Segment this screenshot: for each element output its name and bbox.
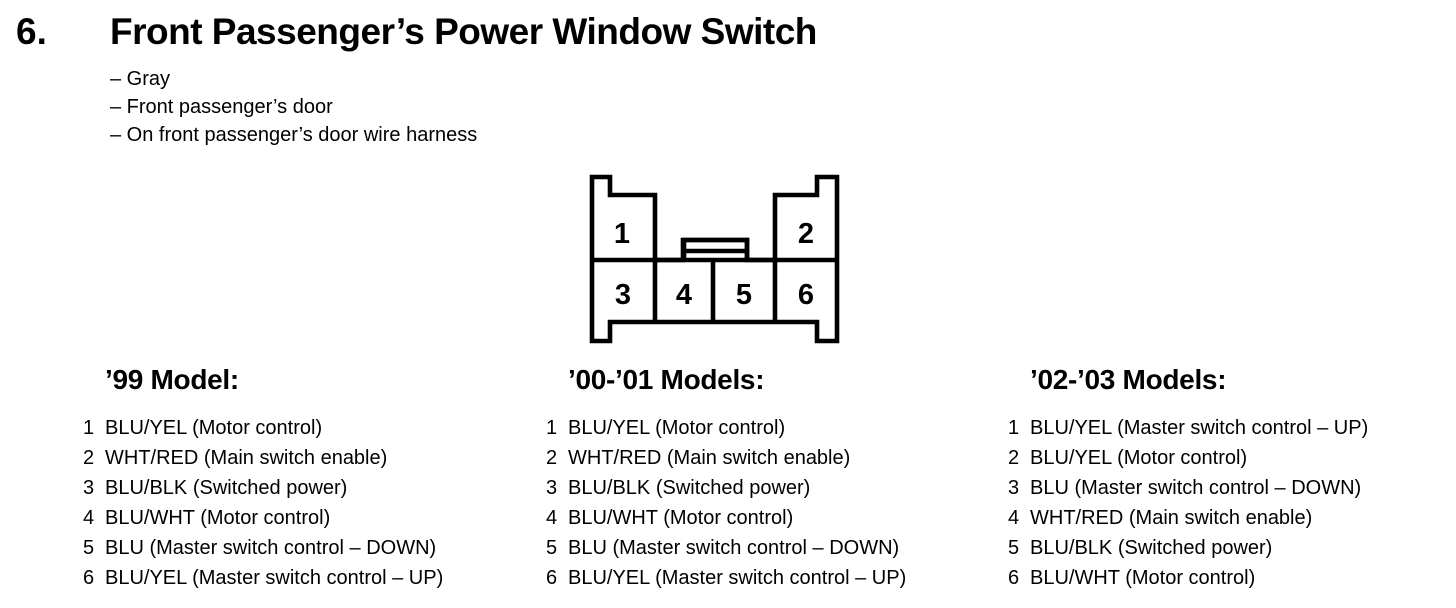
pin-description: BLU (Master switch control – DOWN)	[1030, 477, 1362, 499]
pin-number: 5	[83, 537, 95, 559]
bullet-color: – Gray	[110, 68, 171, 90]
pin-row: 4 BLU/WHT (Motor control)	[83, 503, 443, 533]
pin-number: 3	[1008, 477, 1020, 499]
pin-description: WHT/RED (Main switch enable)	[1030, 507, 1313, 529]
pin-number: 5	[546, 537, 558, 559]
pin-number: 6	[546, 567, 558, 589]
pin-list-99: 1 BLU/YEL (Motor control) 2 WHT/RED (Main …	[83, 413, 443, 593]
pin-description: WHT/RED (Main switch enable)	[105, 447, 388, 469]
pin-row: 6 BLU/YEL (Master switch control – UP)	[83, 563, 443, 593]
pin-description: BLU/YEL (Motor control)	[568, 417, 786, 439]
pin-number: 5	[1008, 537, 1020, 559]
pin-description: BLU/YEL (Motor control)	[1030, 447, 1248, 469]
pin-row: 6 BLU/WHT (Motor control)	[1008, 563, 1368, 593]
pin-description: BLU/YEL (Master switch control – UP)	[1030, 417, 1369, 439]
pin-description: WHT/RED (Main switch enable)	[568, 447, 851, 469]
pin-row: 3 BLU/BLK (Switched power)	[546, 473, 906, 503]
pin-row: 2 BLU/YEL (Motor control)	[1008, 443, 1368, 473]
page-title: Front Passenger’s Power Window Switch	[110, 11, 817, 52]
connector-diagram: 1 2 3 4 5 6	[589, 174, 840, 344]
pin-list-00-01: 1 BLU/YEL (Motor control) 2 WHT/RED (Main …	[546, 413, 906, 593]
cavity-number-1: 1	[614, 218, 630, 250]
pin-row: 1 BLU/YEL (Master switch control – UP)	[1008, 413, 1368, 443]
pin-number: 6	[1008, 567, 1020, 589]
cavity-number-4: 4	[676, 279, 692, 311]
pin-number: 2	[83, 447, 95, 469]
pin-description: BLU/YEL (Master switch control – UP)	[568, 567, 907, 589]
cavity-number-6: 6	[798, 279, 814, 311]
cavity-number-3: 3	[615, 279, 631, 311]
pin-description: BLU (Master switch control – DOWN)	[568, 537, 900, 559]
pin-description: BLU/BLK (Switched power)	[105, 477, 348, 499]
pin-row: 2 WHT/RED (Main switch enable)	[83, 443, 443, 473]
pin-number: 4	[546, 507, 558, 529]
connector-attributes: – Gray – Front passenger’s door – On fro…	[110, 65, 477, 149]
column-heading-99: ’99 Model:	[105, 364, 239, 395]
pin-description: BLU/WHT (Motor control)	[1030, 567, 1256, 589]
bullet-location: – Front passenger’s door	[110, 96, 333, 118]
pin-number: 4	[1008, 507, 1020, 529]
column-heading-02-03: ’02-’03 Models:	[1030, 364, 1227, 395]
pin-number: 4	[83, 507, 95, 529]
pin-description: BLU/BLK (Switched power)	[568, 477, 811, 499]
pin-row: 1 BLU/YEL (Motor control)	[546, 413, 906, 443]
column-heading-00-01: ’00-’01 Models:	[568, 364, 765, 395]
pin-description: BLU/BLK (Switched power)	[1030, 537, 1273, 559]
pin-row: 6 BLU/YEL (Master switch control – UP)	[546, 563, 906, 593]
pin-row: 3 BLU (Master switch control – DOWN)	[1008, 473, 1368, 503]
pin-description: BLU (Master switch control – DOWN)	[105, 537, 437, 559]
pin-row: 2 WHT/RED (Main switch enable)	[546, 443, 906, 473]
pin-row: 4 WHT/RED (Main switch enable)	[1008, 503, 1368, 533]
pin-number: 2	[1008, 447, 1020, 469]
pin-number: 6	[83, 567, 95, 589]
pin-number: 3	[546, 477, 558, 499]
bullet-harness: – On front passenger’s door wire harness	[110, 124, 478, 146]
cavity-number-5: 5	[736, 279, 752, 311]
pin-row: 5 BLU (Master switch control – DOWN)	[546, 533, 906, 563]
pin-row: 1 BLU/YEL (Motor control)	[83, 413, 443, 443]
cavity-number-2: 2	[798, 218, 814, 250]
pin-row: 3 BLU/BLK (Switched power)	[83, 473, 443, 503]
pin-row: 5 BLU/BLK (Switched power)	[1008, 533, 1368, 563]
pin-row: 5 BLU (Master switch control – DOWN)	[83, 533, 443, 563]
pin-description: BLU/WHT (Motor control)	[568, 507, 794, 529]
pin-number: 1	[546, 417, 558, 439]
pin-row: 4 BLU/WHT (Motor control)	[546, 503, 906, 533]
pin-description: BLU/YEL (Motor control)	[105, 417, 323, 439]
pin-description: BLU/WHT (Motor control)	[105, 507, 331, 529]
pin-number: 1	[1008, 417, 1020, 439]
pin-number: 3	[83, 477, 95, 499]
pin-number: 1	[83, 417, 95, 439]
pin-number: 2	[546, 447, 558, 469]
connector-outline	[589, 174, 840, 344]
pin-description: BLU/YEL (Master switch control – UP)	[105, 567, 444, 589]
item-number: 6.	[16, 11, 47, 52]
